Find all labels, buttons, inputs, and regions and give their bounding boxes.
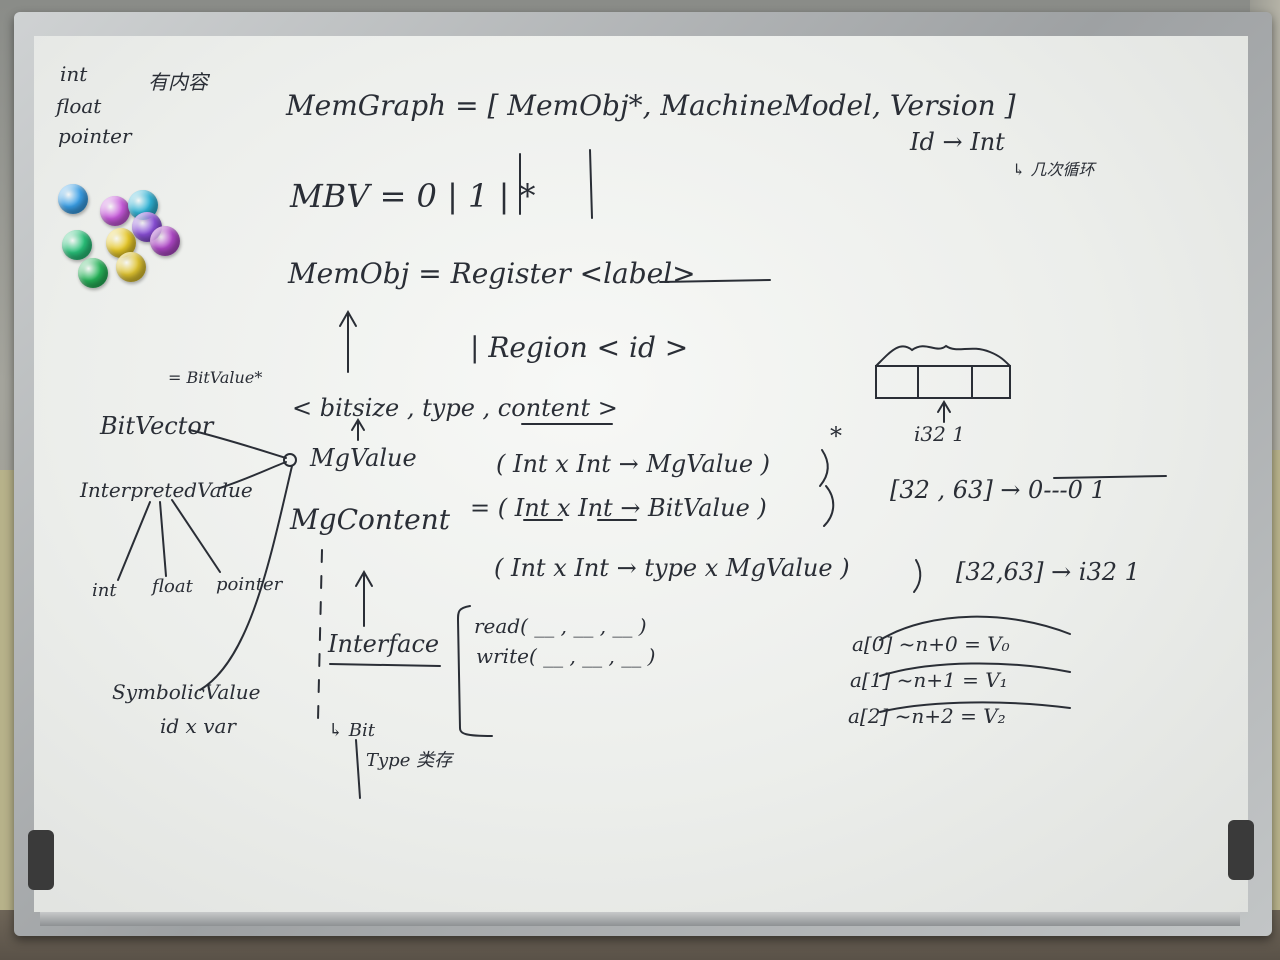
- id-note: ↳ 几次循环: [1012, 160, 1095, 179]
- magnet: [100, 196, 130, 226]
- mgcontent-label: MgContent: [290, 503, 451, 536]
- tuple-definition: < bitsize , type , content >: [292, 394, 618, 422]
- label-pointer: pointer: [58, 124, 132, 148]
- mbv-definition: MBV = 0 | 1 | *: [290, 177, 536, 215]
- mgcontent-def2: ( Int x Int → type x MgValue ): [494, 554, 850, 582]
- float-leaf: float: [152, 576, 193, 597]
- label-float: float: [56, 94, 102, 118]
- mgcontent-def: = ( Int x Int → BitValue ): [470, 494, 767, 522]
- marker-tray: [40, 912, 1240, 926]
- right-clamp: [1228, 820, 1254, 880]
- label-int: int: [60, 62, 88, 86]
- note-has-content: 有内容: [148, 70, 208, 94]
- int-leaf: int: [92, 580, 117, 601]
- pointer-leaf: pointer: [216, 574, 283, 595]
- magnet: [116, 252, 146, 282]
- range-example-1: [32 , 63] → 0---0 1: [890, 476, 1106, 504]
- interface-label: Interface: [328, 630, 440, 658]
- id-to-int: Id → Int: [910, 128, 1005, 156]
- range-example-2: [32,63] → i32 1: [956, 558, 1140, 586]
- magnet: [78, 258, 108, 288]
- bit-note: ↳ Bit: [328, 720, 376, 741]
- assign-row-0: a[0] ~n+0 = V₀: [852, 632, 1010, 656]
- mgvalue-def: ( Int x Int → MgValue ): [496, 450, 771, 478]
- left-clamp: [28, 830, 54, 890]
- assign-row-2: a[2] ~n+2 = V₂: [848, 704, 1006, 728]
- bitvector-label: BitVector: [100, 412, 214, 440]
- write-signature: write( __ , __ , __ ): [476, 644, 656, 668]
- symbolic-value-label: SymbolicValue: [112, 680, 261, 704]
- assign-row-1: a[1] ~n+1 = V₁: [850, 668, 1008, 692]
- idxvar-label: id x var: [160, 714, 236, 738]
- cells-label: i32 1: [914, 422, 965, 446]
- magnet: [58, 184, 88, 214]
- magnet: [150, 226, 180, 256]
- bitvalue-note: = BitValue*: [168, 368, 263, 387]
- interpreted-value-label: InterpretedValue: [80, 478, 253, 502]
- magnet: [62, 230, 92, 260]
- mgvalue-label: MgValue: [310, 444, 417, 472]
- memobj-definition: MemObj = Register <label>: [288, 257, 696, 290]
- memgraph-definition: MemGraph = [ MemObj*, MachineModel, Vers…: [286, 89, 1016, 122]
- region-definition: | Region < id >: [470, 331, 689, 364]
- read-signature: read( __ , __ , __ ): [474, 614, 647, 638]
- type-note: Type 类存: [366, 750, 453, 771]
- star-mark: *: [830, 422, 842, 450]
